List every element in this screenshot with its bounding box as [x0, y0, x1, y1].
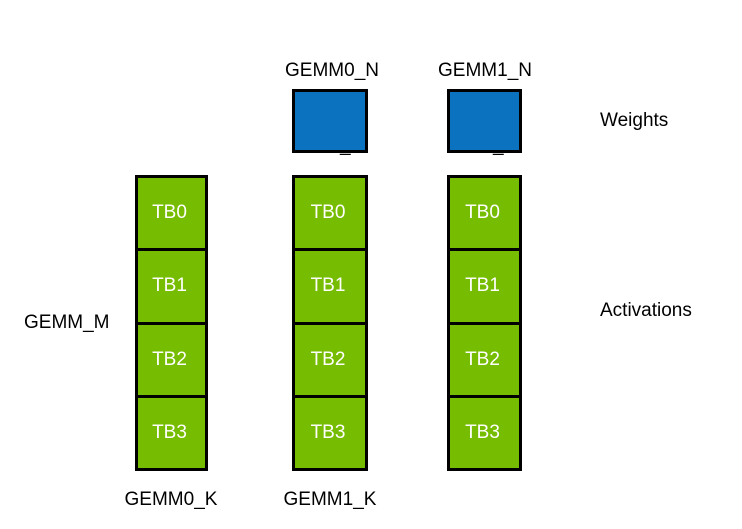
header-gemm1-n-line1: GEMM1_N: [438, 60, 532, 81]
gemm0-weight-block: [292, 89, 368, 153]
activation-cell: TB1: [295, 251, 365, 325]
activation-cell: TB0: [450, 178, 519, 252]
activation-cell: TB2: [295, 325, 365, 398]
activation-cell: TB3: [152, 421, 187, 443]
row-label-activations: Activations: [600, 300, 692, 321]
activation-cell: TB3: [465, 421, 500, 443]
activation-cell: TB2: [138, 325, 205, 398]
activation-column-2: TB0 TB1 TB2 TB3: [292, 175, 368, 471]
activation-column-1: TB0 TB1 TB2 TB3: [135, 175, 208, 471]
header-gemm0-n-line1: GEMM0_N: [285, 60, 379, 81]
activation-cell: TB0: [295, 178, 365, 252]
activation-cell: TB2: [450, 325, 519, 398]
row-label-weights: Weights: [600, 110, 669, 131]
activation-cell: TB3: [310, 421, 346, 443]
activation-column-3: TB0 TB1 TB2 TB3: [447, 175, 522, 471]
bottom-label-gemm1-k: GEMM1_K: [283, 489, 377, 510]
gemm1-weight-block: [447, 89, 522, 153]
activation-cell: TB1: [138, 251, 205, 325]
bottom-label-gemm0-k: GEMM0_K: [124, 489, 218, 510]
activation-cell: TB0: [138, 178, 205, 252]
left-label-gemm-m: GEMM_M: [24, 312, 110, 333]
activation-cell: TB1: [450, 251, 519, 325]
